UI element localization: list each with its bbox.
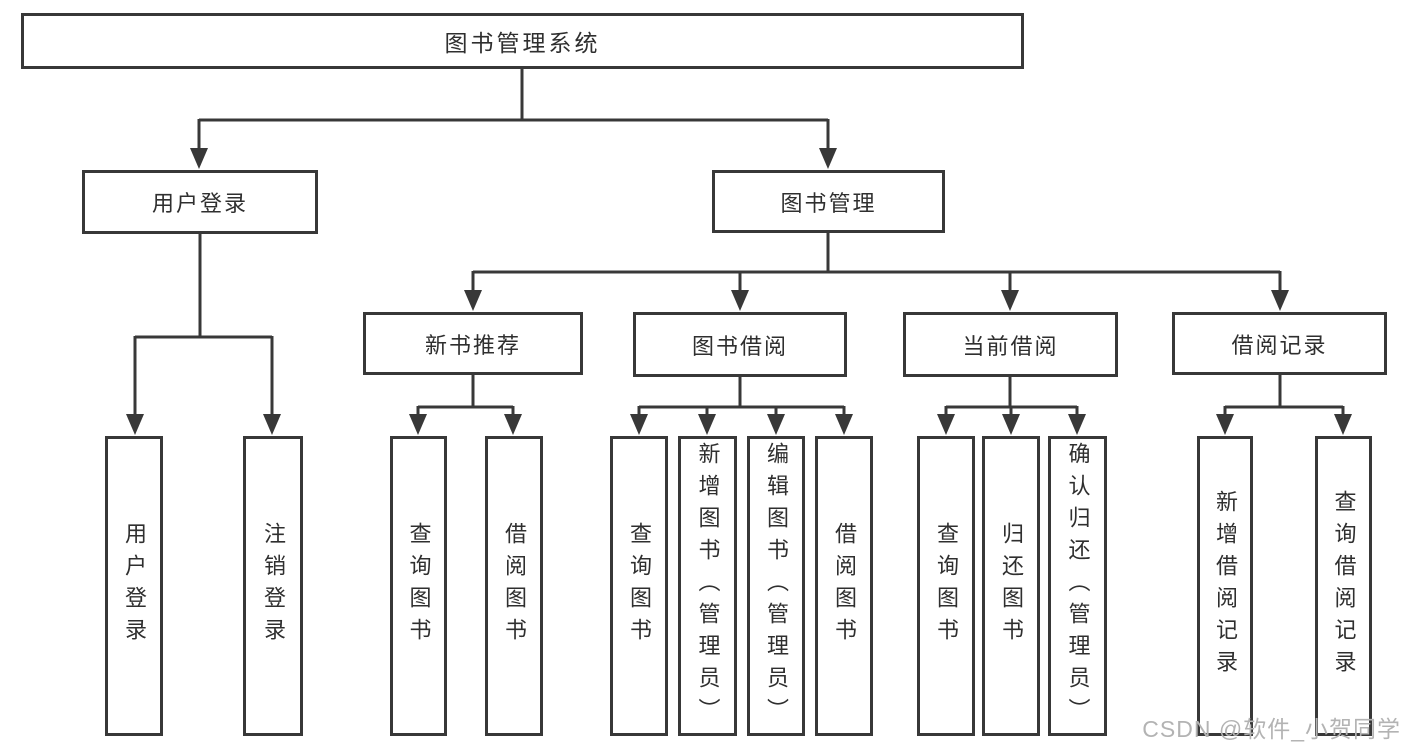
- leaf-query-book-current: 查询图书: [917, 436, 975, 736]
- node-book-management: 图书管理: [712, 170, 945, 233]
- node-borrow-record: 借阅记录: [1172, 312, 1387, 375]
- arrowhead-icon: [190, 148, 208, 169]
- node-label: 查询图书: [934, 522, 959, 650]
- arrowhead-icon: [504, 414, 522, 435]
- leaf-borrow-book: 借阅图书: [815, 436, 873, 736]
- arrowhead-icon: [464, 290, 482, 311]
- node-label: 图书管理: [780, 190, 877, 216]
- arrowhead-icon: [937, 414, 955, 435]
- node-label: 注销登录: [261, 522, 286, 650]
- node-new-book-recommend: 新书推荐: [363, 312, 583, 375]
- arrowhead-icon: [1216, 414, 1234, 435]
- node-label: 当前借阅: [962, 333, 1059, 359]
- arrowhead-icon: [731, 290, 749, 311]
- node-label: 确认归还（管理员）: [1065, 442, 1091, 730]
- arrowhead-icon: [1271, 290, 1289, 311]
- leaf-logout: 注销登录: [243, 436, 303, 736]
- arrowhead-icon: [126, 414, 144, 435]
- leaf-add-book-admin: 新增图书（管理员）: [678, 436, 737, 736]
- node-label: 图书管理系统: [444, 30, 601, 56]
- node-label: 查询借阅记录: [1331, 490, 1357, 682]
- node-book-borrow: 图书借阅: [633, 312, 847, 377]
- node-label: 查询图书: [406, 522, 432, 650]
- node-label: 新书推荐: [424, 332, 521, 358]
- node-label: 编辑图书（管理员）: [764, 442, 789, 730]
- node-current-borrow: 当前借阅: [903, 312, 1118, 377]
- node-label: 借阅图书: [832, 522, 857, 650]
- arrowhead-icon: [409, 414, 427, 435]
- node-label: 借阅图书: [502, 522, 527, 650]
- arrowhead-icon: [1001, 290, 1019, 311]
- leaf-borrow-book-recommend: 借阅图书: [485, 436, 543, 736]
- node-root-library-system: 图书管理系统: [21, 13, 1024, 69]
- node-label: 新增借阅记录: [1213, 490, 1238, 682]
- arrowhead-icon: [1068, 414, 1086, 435]
- leaf-confirm-return-admin: 确认归还（管理员）: [1048, 436, 1107, 736]
- arrowhead-icon: [819, 148, 837, 169]
- node-label: 借阅记录: [1231, 332, 1328, 358]
- node-label: 新增图书（管理员）: [695, 442, 721, 730]
- leaf-query-book-borrow: 查询图书: [610, 436, 668, 736]
- leaf-return-book: 归还图书: [982, 436, 1040, 736]
- csdn-watermark: CSDN @软件_小贺同学: [1142, 716, 1401, 742]
- leaf-add-borrow-record: 新增借阅记录: [1197, 436, 1253, 736]
- leaf-query-borrow-record: 查询借阅记录: [1315, 436, 1372, 736]
- node-label: 图书借阅: [691, 333, 788, 359]
- arrowhead-icon: [767, 414, 785, 435]
- arrowhead-icon: [263, 414, 281, 435]
- arrowhead-icon: [1002, 414, 1020, 435]
- arrowhead-icon: [630, 414, 648, 435]
- arrowhead-icon: [698, 414, 716, 435]
- tree-edges: [133, 68, 1345, 416]
- node-label: 归还图书: [999, 522, 1024, 650]
- leaf-query-book-recommend: 查询图书: [390, 436, 447, 736]
- leaf-edit-book-admin: 编辑图书（管理员）: [747, 436, 805, 736]
- node-user-login: 用户登录: [82, 170, 318, 234]
- node-label: 用户登录: [151, 191, 248, 216]
- leaf-user-login: 用户登录: [105, 436, 163, 736]
- node-label: 查询图书: [627, 522, 652, 650]
- arrowhead-icon: [835, 414, 853, 435]
- node-label: 用户登录: [122, 522, 147, 650]
- arrowhead-icon: [1334, 414, 1352, 435]
